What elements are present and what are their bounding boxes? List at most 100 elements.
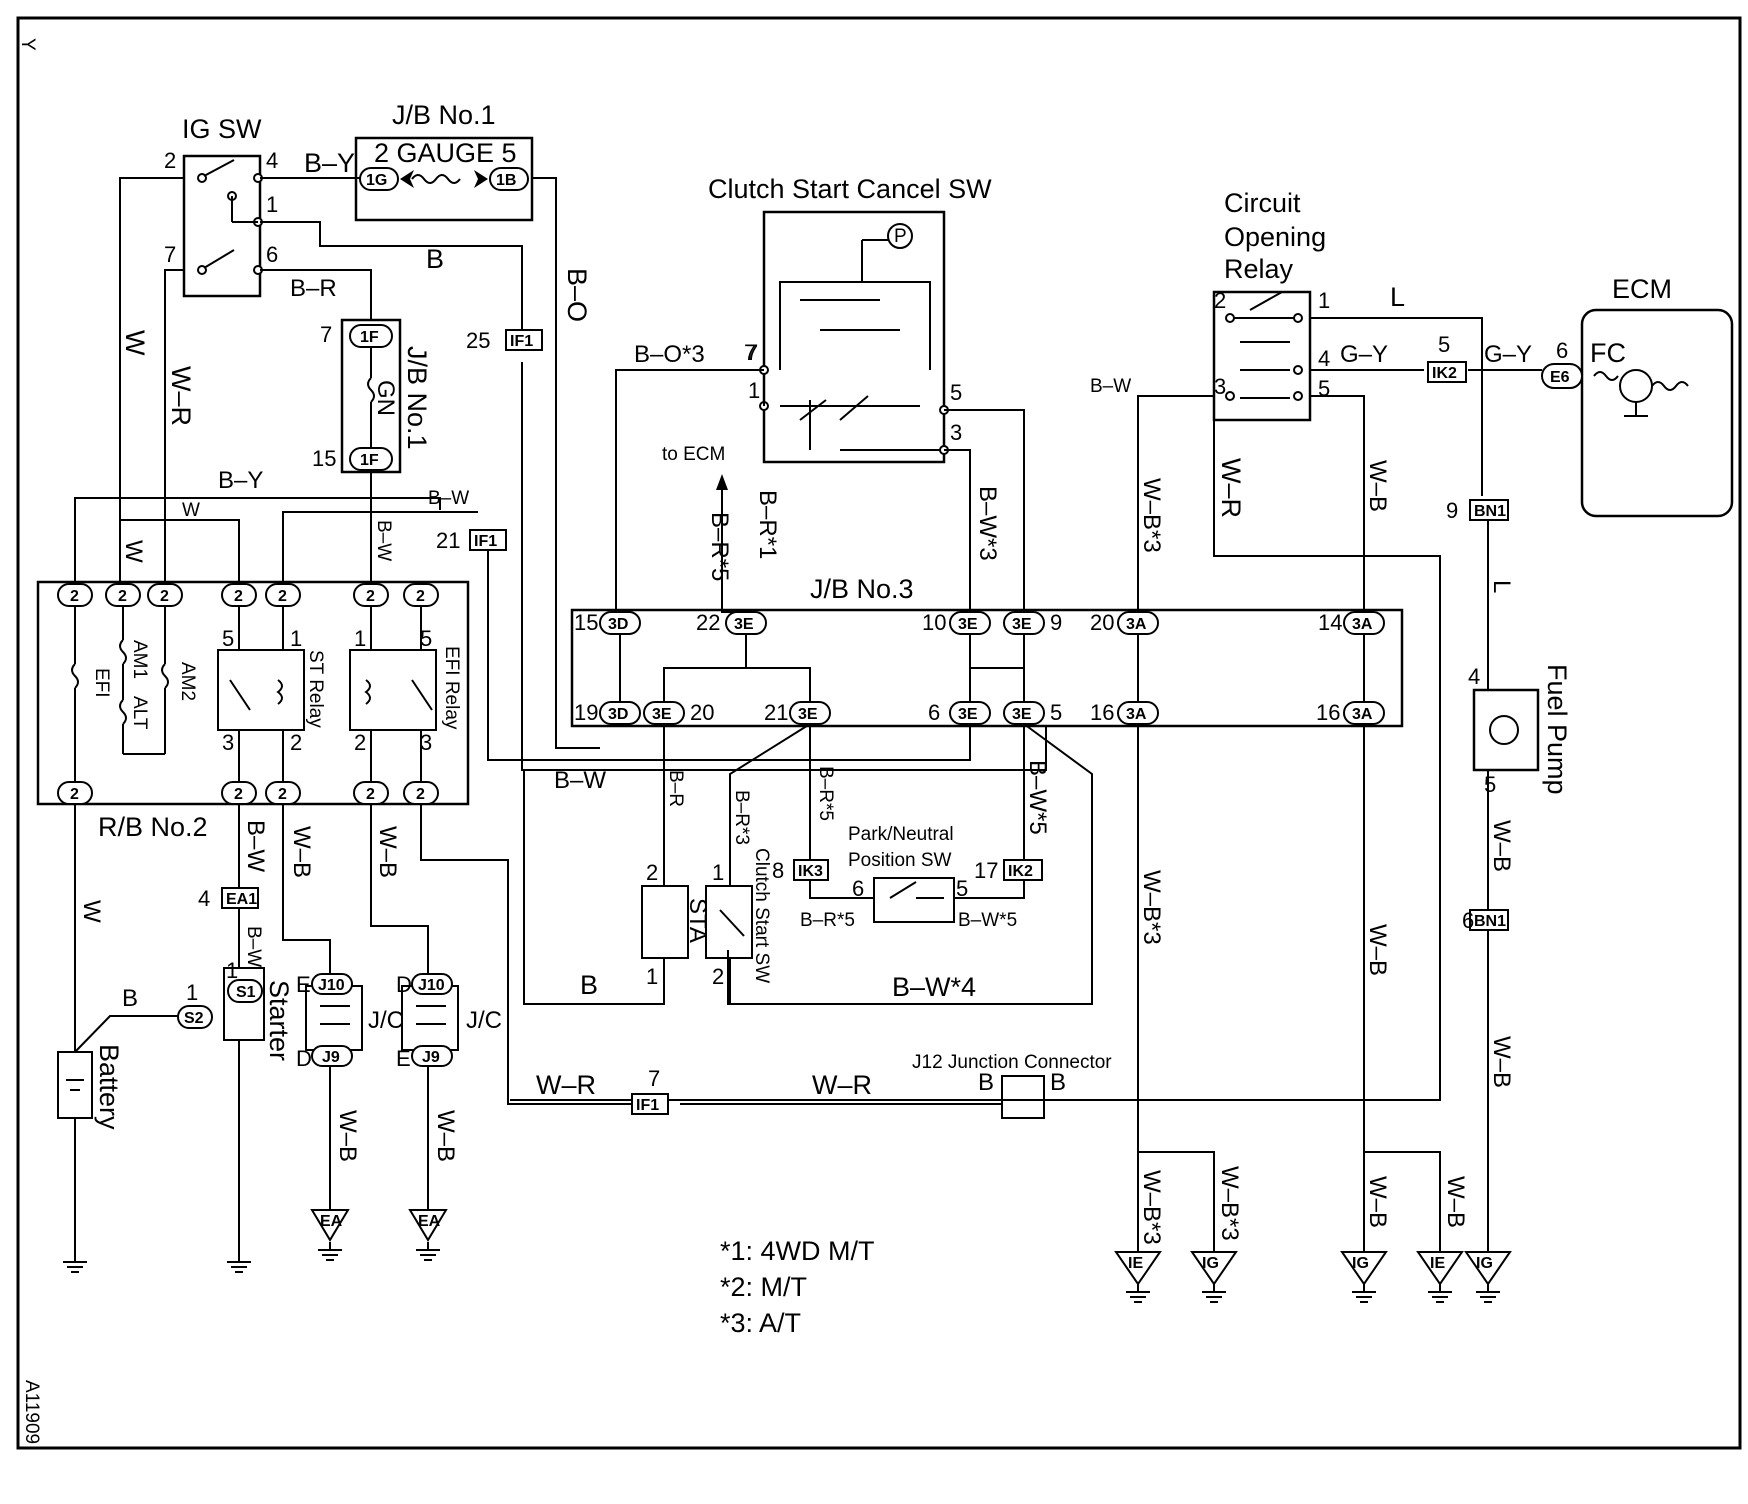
jb3-bot-pin-5: 5 [1050,700,1062,725]
pn-pin-6: 6 [852,876,864,901]
jc-left-pin-e: E [296,972,311,997]
wire-label-bw3: B–W*3 [974,486,1001,561]
cor-title-line-1: Circuit [1224,188,1301,218]
jc-right-label: J/C [466,1007,502,1034]
cor-pin-3: 3 [1214,374,1226,399]
jb3-top-pin-20: 20 [1090,610,1114,635]
ecm-title: ECM [1612,274,1672,304]
conn-ik3-8: IK3 [798,863,823,880]
conn-s1: S1 [236,984,256,1001]
wire-label-wb-jc1: W–B [334,1110,361,1162]
ig-sw-title: IG SW [182,114,262,144]
cancel-pin-7-out: 7 [744,340,756,365]
wire-label-wb3-g2: W–B*3 [1216,1166,1243,1241]
wire-label-wb-pump: W–B [1488,820,1515,872]
wire-label-l-mid: L [1488,580,1515,593]
fuel-pump-label: Fuel Pump [1542,664,1572,795]
ig-pin-2: 2 [164,148,176,173]
ik2-pin-17: 17 [974,858,998,883]
conn-1f-top: 1F [360,329,379,346]
figure-id: A11909 [21,1380,42,1444]
clutch-cancel-title: Clutch Start Cancel SW [708,174,992,204]
pn-pin-5: 5 [956,876,968,901]
wire-label-wr-left: W–R [166,366,196,426]
wire-label-wb-pump-low: W–B [1488,1036,1515,1088]
conn-s2: S2 [184,1010,204,1027]
wire-label-wb-g3: W–B [1364,1176,1391,1228]
wire-label-gy-2: G–Y [1484,341,1532,368]
jb3-bot-pin-21: 21 [764,700,788,725]
jb3-bot-conn-3d: 3D [608,706,628,723]
wire-label-wr-bottom-2: W–R [812,1070,872,1100]
ik2-pin-5: 5 [1438,332,1450,357]
clutch-start-sw-label: Clutch Start SW [751,848,772,983]
cor-pin-2: 2 [1214,288,1226,313]
conn-j10-right: J10 [418,977,445,994]
jb1-gn-title: J/B No.1 [402,346,432,450]
starter-label: Starter [264,980,294,1061]
j12-pin-b-left: B [978,1069,994,1096]
rb2-block: R/B No.2 2 2 2 2 2 2 2 2 2 2 2 2 EFI AM1… [36,580,470,842]
cor-title-line-3: Relay [1224,254,1294,284]
wire-label-wb-g4: W–B [1442,1176,1469,1228]
wire-label-bw5-pn: B–W*5 [958,910,1017,931]
conn-j10-left: J10 [318,977,345,994]
ground-symbols: EA EA IE IG IG IE IG [310,1209,1512,1303]
wire-label-by-mid: B–Y [218,467,263,494]
cancel-meter: P [894,226,907,247]
wire-label-bw-starter: B–W [243,926,264,967]
ig-pin-4: 4 [266,148,278,173]
jb3-top-conn-3e-9: 3E [1012,616,1032,633]
wire-label-w-mid: W [182,500,200,521]
ground-ea-2: EA [418,1213,441,1230]
wire-label-wr-bottom-1: W–R [536,1070,596,1100]
ea1-pin-4: 4 [198,886,210,911]
jc-right-pin-d: D [396,972,412,997]
conn-bn1-6: BN1 [1474,913,1506,930]
diagram-frame [16,16,1742,1450]
wire-label-b-sta: B [580,970,598,1000]
st-relay-label: ST Relay [305,650,326,728]
rb2-top-3: 2 [160,588,169,605]
jb3-bot-conn-3a-16b: 3A [1352,706,1373,723]
wire-label-b-top: B [426,244,444,274]
wire-label-gy-1: G–Y [1340,341,1388,368]
conn-if1-25: IF1 [510,333,533,350]
clutch-start-cancel-switch: Clutch Start Cancel SW 7 1 5 3 P [708,174,992,464]
conn-ea1-4: EA1 [226,891,257,908]
clutch-pin-1: 1 [712,860,724,885]
pn-title-1: Park/Neutral [848,824,954,845]
circuit-opening-relay: Circuit Opening Relay 2 1 4 3 5 [1212,188,1330,422]
clutch-pin-2: 2 [712,964,724,989]
rb2-top-1: 2 [70,588,79,605]
fuse-efi: EFI [91,668,112,698]
wire-label-bw-gn: B–W [373,520,394,561]
jb3-top-pin-9: 9 [1050,610,1062,635]
efi-pin-1: 1 [354,626,366,651]
efi-pin-3: 3 [420,730,432,755]
jb3-top-pin-15: 15 [574,610,598,635]
wire-label-bw-bottom: B–W [554,767,606,794]
gn-pin-15: 15 [312,446,336,471]
conn-ik2-5: IK2 [1432,365,1457,382]
jb3-bot-pin-16b: 16 [1316,700,1340,725]
rb2-top-4: 2 [234,588,243,605]
cancel-pin-1: 1 [748,378,760,403]
jc-left-pin-d: D [296,1046,312,1071]
wire-label-br5-pn: B–R*5 [800,910,855,931]
wire-labels: B–Y B B–R B–O W W–R B–Y W W B–W B–W B–O*… [78,148,1532,1245]
fuse-am1: AM1 [129,640,150,679]
jb3-top-conn-3d: 3D [608,616,628,633]
sta-pin-2: 2 [646,860,658,885]
wire-label-br-sta: B–R [665,770,686,807]
jb3-top-pin-22: 22 [696,610,720,635]
fuel-pump-pin-4: 4 [1468,664,1480,689]
rb2-bot-5: 2 [416,786,425,803]
jb1-gauge-block: J/B No.1 2 GAUGE 5 1G 1B [354,100,534,222]
ground-ig-2: IG [1352,1255,1369,1272]
st-pin-5: 5 [222,626,234,651]
jb3-bot-conn-3e-6: 3E [958,706,978,723]
bn1-pin-6: 6 [1462,908,1474,933]
if1-pin-7: 7 [648,1066,660,1091]
gauge-fuse-label: 2 GAUGE 5 [374,138,517,168]
